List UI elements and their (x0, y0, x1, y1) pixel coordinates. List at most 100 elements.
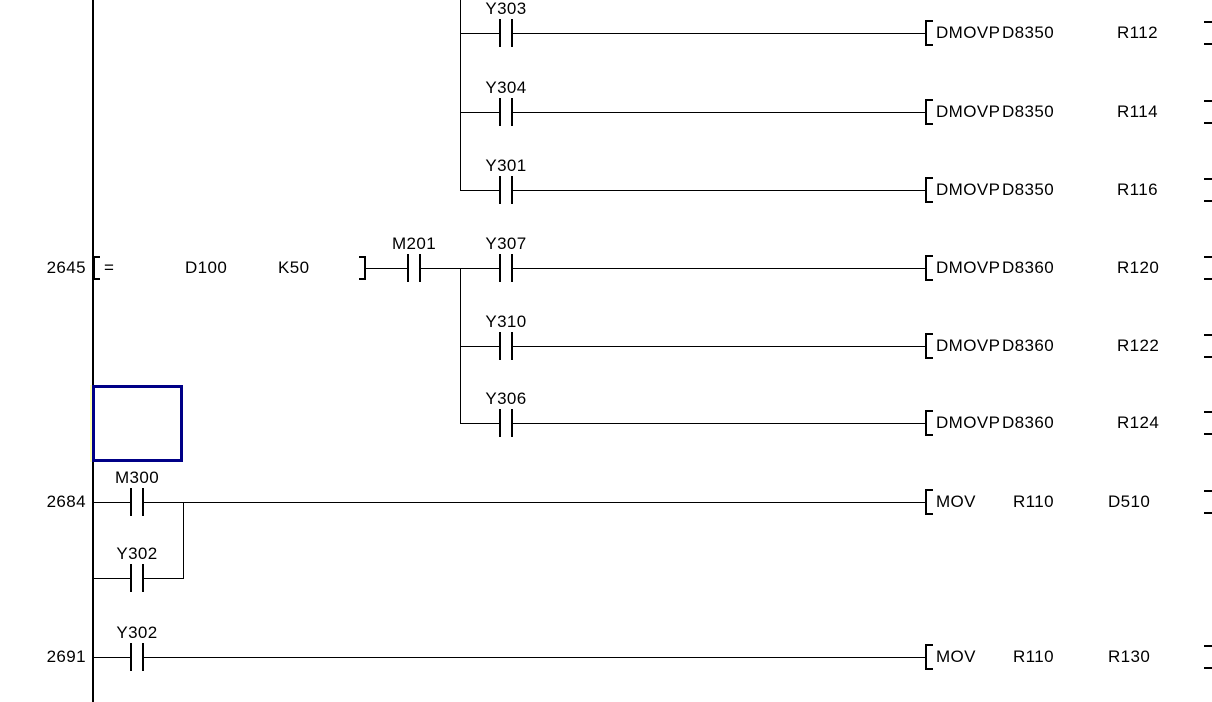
wire-segment (460, 33, 499, 34)
instruction-open-bracket (925, 333, 933, 359)
contact-bar (499, 176, 501, 204)
contact-y304[interactable]: Y304 (485, 79, 526, 126)
contact-bar (142, 488, 144, 516)
compare-operand-2[interactable]: K50 (278, 258, 310, 277)
contact-y302-rung-2691[interactable]: Y302 (116, 624, 157, 671)
instruction-open-bracket (925, 99, 933, 125)
wire-segment (513, 346, 925, 347)
instruction-destination[interactable]: R114 (1117, 102, 1158, 121)
cursor-fringe-line (90, 385, 92, 462)
contact-bar (499, 332, 501, 360)
contact-bar (407, 254, 409, 282)
contact-y306[interactable]: Y306 (485, 390, 526, 437)
contact-label: Y303 (485, 0, 527, 18)
instruction-source[interactable]: D8360 (1002, 413, 1055, 432)
instruction-source[interactable]: R110 (1013, 492, 1054, 511)
contact-y303[interactable]: Y303 (485, 0, 526, 47)
contact-bar (511, 19, 513, 47)
instruction-destination[interactable]: D510 (1108, 492, 1151, 511)
contact-label: Y304 (485, 78, 527, 97)
contact-bar (511, 254, 513, 282)
branch-vertical-top-block (460, 0, 461, 191)
contact-bar (511, 98, 513, 126)
contact-label: M300 (114, 468, 160, 487)
contact-y307[interactable]: Y307 (485, 235, 526, 282)
instruction-open-bracket (925, 410, 933, 436)
wire-segment (460, 423, 499, 424)
contact-bar (130, 643, 132, 671)
wire-segment (421, 268, 499, 269)
edit-cursor-box[interactable] (92, 385, 183, 462)
instruction-mnemonic[interactable]: DMOVP (936, 23, 1001, 42)
contact-bar (499, 254, 501, 282)
wire-segment (513, 112, 925, 113)
instruction-mnemonic[interactable]: DMOVP (936, 258, 1001, 277)
instruction-source[interactable]: D8350 (1002, 23, 1055, 42)
contact-bar (142, 564, 144, 592)
compare-open-bracket (93, 256, 100, 280)
branch-vertical-rung-2684 (183, 502, 184, 579)
instruction-close-bracket-clipped (1204, 178, 1212, 202)
compare-operator[interactable]: = (104, 258, 115, 277)
contact-bar (511, 176, 513, 204)
wire-segment (144, 657, 925, 658)
wire-segment (460, 112, 499, 113)
left-power-rail (92, 0, 94, 702)
contact-label: Y301 (485, 156, 527, 175)
instruction-mnemonic[interactable]: DMOVP (936, 336, 1001, 355)
wire-segment (513, 423, 925, 424)
contact-bar (499, 98, 501, 126)
wire-segment (513, 190, 925, 191)
instruction-close-bracket-clipped (1204, 334, 1212, 358)
contact-label: Y307 (485, 234, 527, 253)
instruction-source[interactable]: D8350 (1002, 180, 1055, 199)
contact-m201[interactable]: M201 (392, 235, 436, 282)
instruction-open-bracket (925, 489, 933, 515)
rung-number-2691: 2691 (46, 647, 86, 666)
instruction-mnemonic[interactable]: DMOVP (936, 102, 1001, 121)
instruction-destination[interactable]: R124 (1117, 413, 1160, 432)
wire-segment (366, 268, 407, 269)
wire-segment (144, 578, 184, 579)
wire-segment (94, 578, 130, 579)
contact-m300[interactable]: M300 (115, 469, 159, 516)
instruction-destination[interactable]: R112 (1117, 23, 1158, 42)
instruction-source[interactable]: R110 (1013, 647, 1054, 666)
instruction-source[interactable]: D8350 (1002, 102, 1055, 121)
instruction-close-bracket-clipped (1204, 490, 1212, 514)
contact-label: Y310 (485, 312, 527, 331)
wire-segment (144, 502, 925, 503)
instruction-open-bracket (925, 644, 933, 670)
instruction-mnemonic[interactable]: MOV (936, 647, 976, 666)
contact-bar (511, 332, 513, 360)
wire-segment (460, 190, 499, 191)
rung-number-2645: 2645 (46, 258, 86, 277)
instruction-mnemonic[interactable]: MOV (936, 492, 976, 511)
contact-y301[interactable]: Y301 (485, 157, 526, 204)
contact-y302-branch[interactable]: Y302 (116, 545, 157, 592)
instruction-source[interactable]: D8360 (1002, 258, 1055, 277)
contact-label: Y302 (116, 623, 158, 642)
instruction-destination[interactable]: R130 (1108, 647, 1151, 666)
contact-bar (499, 19, 501, 47)
contact-y310[interactable]: Y310 (485, 313, 526, 360)
wire-segment (513, 33, 925, 34)
instruction-mnemonic[interactable]: DMOVP (936, 413, 1001, 432)
contact-bar (130, 564, 132, 592)
instruction-source[interactable]: D8360 (1002, 336, 1055, 355)
contact-bar (142, 643, 144, 671)
instruction-destination[interactable]: R120 (1117, 258, 1160, 277)
wire-segment (460, 346, 499, 347)
instruction-destination[interactable]: R122 (1117, 336, 1160, 355)
compare-close-bracket (359, 256, 366, 280)
wire-segment (94, 502, 130, 503)
instruction-mnemonic[interactable]: DMOVP (936, 180, 1001, 199)
instruction-open-bracket (925, 255, 933, 281)
instruction-close-bracket-clipped (1204, 256, 1212, 280)
instruction-close-bracket-clipped (1204, 21, 1212, 45)
instruction-destination[interactable]: R116 (1117, 180, 1158, 199)
compare-operand-1[interactable]: D100 (185, 258, 228, 277)
wire-segment (513, 268, 925, 269)
contact-label: Y302 (116, 544, 158, 563)
